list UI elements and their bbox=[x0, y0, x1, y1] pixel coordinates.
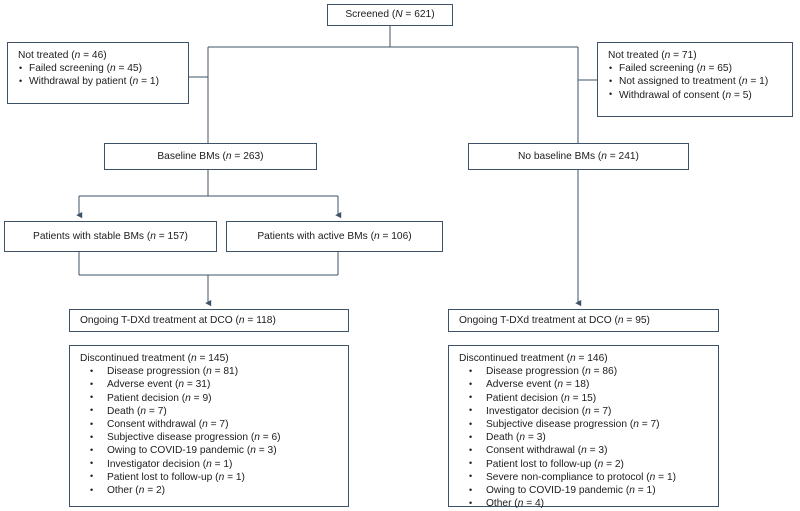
list-item: Investigator decision (n = 1) bbox=[80, 457, 340, 471]
node-screened: Screened (N = 621) bbox=[327, 4, 453, 26]
node-active-bms-label: Patients with active BMs (n = 106) bbox=[257, 230, 412, 242]
node-stable-bms-label: Patients with stable BMs (n = 157) bbox=[33, 230, 188, 242]
node-discontinued-left-list: Disease progression (n = 81) Adverse eve… bbox=[80, 365, 340, 497]
list-item: Disease progression (n = 81) bbox=[80, 365, 340, 378]
node-ongoing-left: Ongoing T-DXd treatment at DCO (n = 118) bbox=[69, 309, 349, 332]
node-not-treated-right-title: Not treated (n = 71) bbox=[608, 50, 697, 61]
node-discontinued-left-title: Discontinued treatment (n = 145) bbox=[80, 353, 229, 364]
list-item: Adverse event (n = 18) bbox=[459, 378, 710, 391]
node-not-treated-left-title: Not treated (n = 46) bbox=[18, 50, 107, 61]
node-screened-label: Screened (N = 621) bbox=[345, 9, 435, 21]
list-item: Investigator decision (n = 7) bbox=[459, 404, 710, 418]
list-item: Other (n = 2) bbox=[80, 484, 340, 497]
node-stable-bms: Patients with stable BMs (n = 157) bbox=[4, 221, 217, 252]
list-item: Failed screening (n = 65) bbox=[608, 62, 784, 75]
node-no-baseline-bms-label: No baseline BMs (n = 241) bbox=[518, 150, 639, 162]
list-item: Disease progression (n = 86) bbox=[459, 365, 710, 378]
node-baseline-bms-label: Baseline BMs (n = 263) bbox=[157, 150, 264, 162]
node-not-treated-left-list: Failed screening (n = 45) Withdrawal by … bbox=[18, 62, 180, 89]
node-ongoing-left-label: Ongoing T-DXd treatment at DCO (n = 118) bbox=[80, 314, 276, 326]
list-item: Owing to COVID-19 pandemic (n = 1) bbox=[459, 484, 710, 497]
list-item: Failed screening (n = 45) bbox=[18, 62, 180, 75]
list-item: Subjective disease progression (n = 6) bbox=[80, 431, 340, 444]
node-discontinued-left: Discontinued treatment (n = 145) Disease… bbox=[69, 345, 349, 507]
list-item: Not assigned to treatment (n = 1) bbox=[608, 75, 784, 88]
node-ongoing-right-label: Ongoing T-DXd treatment at DCO (n = 95) bbox=[459, 314, 650, 326]
list-item: Patient lost to follow-up (n = 1) bbox=[80, 470, 340, 484]
list-item: Death (n = 3) bbox=[459, 431, 710, 444]
list-item: Patient decision (n = 15) bbox=[459, 391, 710, 405]
node-discontinued-right: Discontinued treatment (n = 146) Disease… bbox=[448, 345, 719, 510]
node-not-treated-right-list: Failed screening (n = 65) Not assigned t… bbox=[608, 62, 784, 102]
node-not-treated-right: Not treated (n = 71) Failed screening (n… bbox=[597, 42, 793, 117]
node-discontinued-right-list: Disease progression (n = 86) Adverse eve… bbox=[459, 365, 710, 510]
list-item: Patient decision (n = 9) bbox=[80, 391, 340, 405]
list-item: Consent withdrawal (n = 7) bbox=[80, 418, 340, 431]
node-not-treated-left: Not treated (n = 46) Failed screening (n… bbox=[7, 42, 189, 104]
list-item: Adverse event (n = 31) bbox=[80, 378, 340, 391]
node-baseline-bms: Baseline BMs (n = 263) bbox=[104, 143, 317, 170]
list-item: Severe non-compliance to protocol (n = 1… bbox=[459, 470, 710, 484]
list-item: Consent withdrawal (n = 3) bbox=[459, 444, 710, 457]
list-item: Subjective disease progression (n = 7) bbox=[459, 418, 710, 431]
list-item: Withdrawal by patient (n = 1) bbox=[18, 75, 180, 88]
list-item: Patient lost to follow-up (n = 2) bbox=[459, 457, 710, 471]
node-discontinued-right-title: Discontinued treatment (n = 146) bbox=[459, 353, 608, 364]
list-item: Death (n = 7) bbox=[80, 404, 340, 418]
list-item: Withdrawal of consent (n = 5) bbox=[608, 88, 784, 102]
node-no-baseline-bms: No baseline BMs (n = 241) bbox=[468, 143, 689, 170]
list-item: Owing to COVID-19 pandemic (n = 3) bbox=[80, 444, 340, 457]
node-active-bms: Patients with active BMs (n = 106) bbox=[226, 221, 443, 252]
node-ongoing-right: Ongoing T-DXd treatment at DCO (n = 95) bbox=[448, 309, 719, 332]
list-item: Other (n = 4) bbox=[459, 497, 710, 510]
